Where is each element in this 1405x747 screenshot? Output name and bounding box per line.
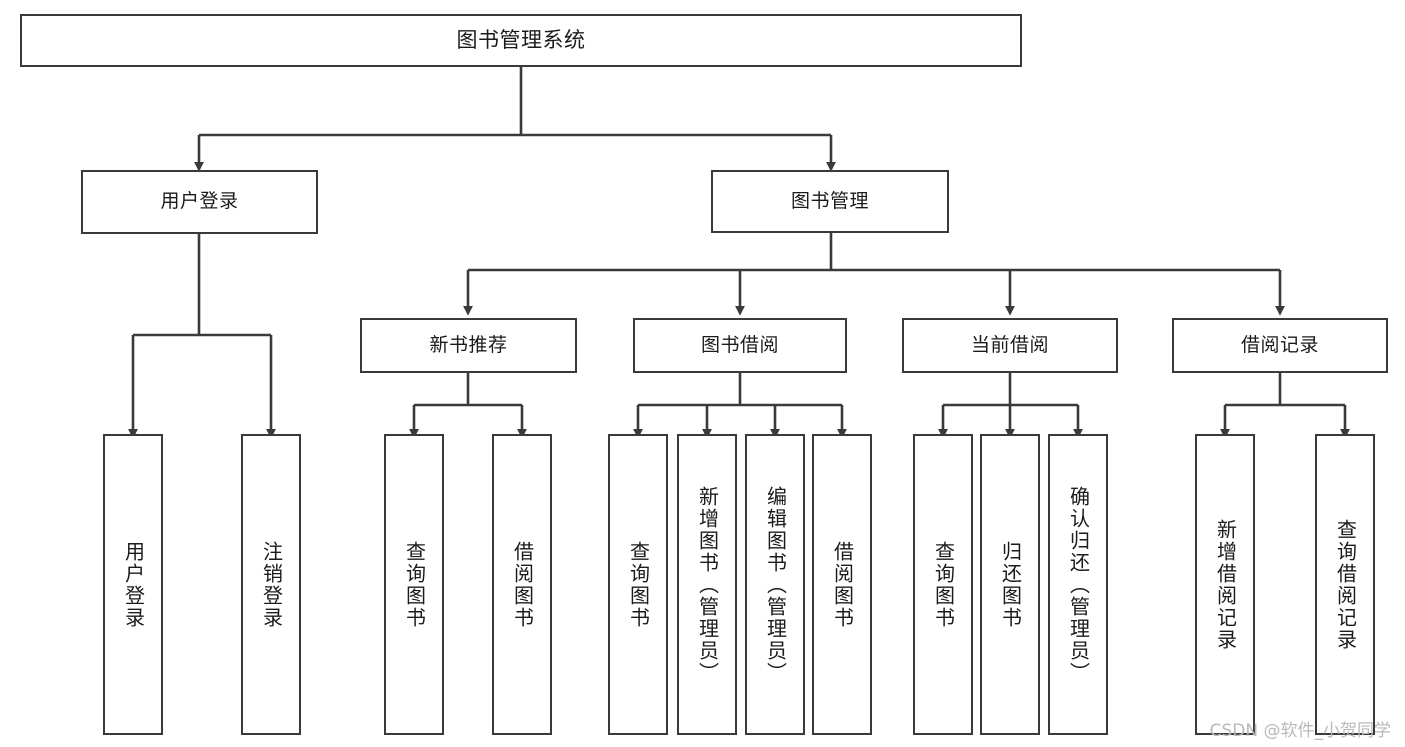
node-label: 查询图书 (626, 540, 651, 629)
leaf-user-login[interactable]: 用户登录 (103, 434, 163, 735)
leaf-logout-login[interactable]: 注销登录 (241, 434, 301, 735)
node-user-login[interactable]: 用户登录 (81, 170, 318, 234)
node-label: 用户登录 (121, 540, 146, 629)
leaf-return-book[interactable]: 归还图书 (980, 434, 1040, 735)
node-label: 新书推荐 (429, 333, 508, 356)
node-label: 当前借阅 (970, 333, 1049, 356)
node-book-management[interactable]: 图书管理 (711, 170, 949, 233)
node-label: 注销登录 (259, 540, 284, 629)
leaf-query-book-borrow[interactable]: 查询图书 (608, 434, 668, 735)
node-label: 用户登录 (160, 190, 239, 213)
node-label: 借阅图书 (830, 540, 855, 629)
leaf-add-book-admin[interactable]: 新增图书（管理员） (677, 434, 737, 735)
node-borrow-records[interactable]: 借阅记录 (1172, 318, 1388, 373)
node-label: 图书管理系统 (456, 27, 586, 52)
node-label: 查询借阅记录 (1333, 518, 1358, 651)
leaf-borrow-book-recommend[interactable]: 借阅图书 (492, 434, 552, 735)
leaf-query-borrow-record[interactable]: 查询借阅记录 (1315, 434, 1375, 735)
node-label: 查询图书 (402, 540, 427, 629)
leaf-query-book-recommend[interactable]: 查询图书 (384, 434, 444, 735)
leaf-query-book-current[interactable]: 查询图书 (913, 434, 973, 735)
node-label: 图书管理 (790, 189, 869, 212)
node-label: 归还图书 (998, 540, 1023, 629)
node-label: 图书借阅 (700, 333, 779, 356)
node-label: 确认归还（管理员） (1066, 485, 1091, 684)
node-label: 借阅图书 (510, 540, 535, 629)
node-new-book-recommend[interactable]: 新书推荐 (360, 318, 577, 373)
leaf-borrow-book[interactable]: 借阅图书 (812, 434, 872, 735)
node-label: 查询图书 (931, 540, 956, 629)
leaf-confirm-return-admin[interactable]: 确认归还（管理员） (1048, 434, 1108, 735)
node-label: 借阅记录 (1240, 333, 1319, 356)
node-book-borrow[interactable]: 图书借阅 (633, 318, 847, 373)
node-label: 新增图书（管理员） (695, 485, 720, 684)
watermark: CSDN @软件_小贺同学 (1209, 721, 1391, 741)
leaf-add-borrow-record[interactable]: 新增借阅记录 (1195, 434, 1255, 735)
node-current-borrow[interactable]: 当前借阅 (902, 318, 1118, 373)
leaf-edit-book-admin[interactable]: 编辑图书（管理员） (745, 434, 805, 735)
node-label: 编辑图书（管理员） (763, 485, 788, 684)
node-root-book-management-system[interactable]: 图书管理系统 (20, 14, 1022, 67)
node-label: 新增借阅记录 (1213, 518, 1238, 651)
